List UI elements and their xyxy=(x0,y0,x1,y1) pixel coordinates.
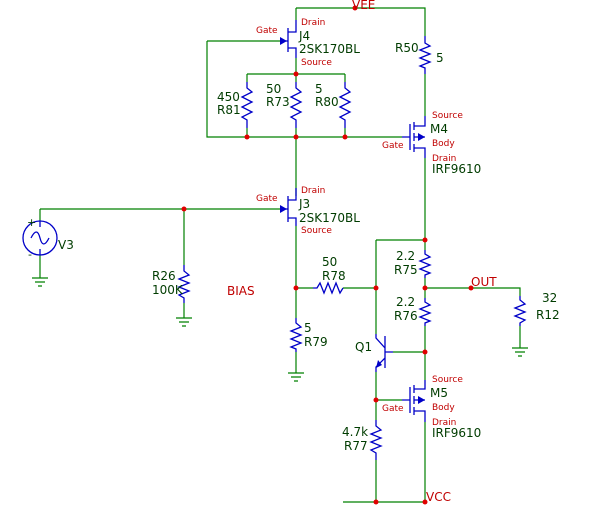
net-label-vee: VEE xyxy=(352,0,375,12)
bjt-q1-arrow xyxy=(376,360,382,368)
resistor-r76 xyxy=(418,298,432,326)
r73-value: 50 xyxy=(266,82,281,96)
j3-gate-pin-label: Gate xyxy=(256,194,278,204)
jfet-j3-gate-arrow xyxy=(280,205,287,213)
j3-name: J3 xyxy=(298,197,310,211)
r12-name: R12 xyxy=(536,308,560,322)
sine-icon xyxy=(30,231,50,245)
jfet-j4-gate-arrow xyxy=(280,37,287,45)
mosfet-m4 xyxy=(402,116,426,158)
j4-gate-pin-label: Gate xyxy=(256,26,278,36)
j4-name: J4 xyxy=(298,29,310,43)
m5-gate-pin-label: Gate xyxy=(382,404,404,414)
jfet-j3 xyxy=(280,188,297,226)
m4-name: M4 xyxy=(430,122,448,136)
r79-name: R79 xyxy=(304,335,328,349)
j4-source-pin-label: Source xyxy=(301,58,332,68)
mosfet-m5-arrow xyxy=(418,396,425,404)
j3-drain-pin-label: Drain xyxy=(301,186,325,196)
wire-r26-ground xyxy=(176,209,192,327)
wire-out-r12 xyxy=(425,287,528,357)
bjt-q1 xyxy=(375,334,393,372)
r75-name: R75 xyxy=(394,263,418,277)
m5-drain-pin-label: Drain xyxy=(432,418,456,428)
jfet-j4 xyxy=(280,20,297,58)
m4-source-pin-label: Source xyxy=(432,111,463,121)
mosfet-m4-arrow xyxy=(418,133,425,141)
m5-source-pin-label: Source xyxy=(432,375,463,385)
m4-body-pin-label: Body xyxy=(432,139,455,149)
m4-drain-pin-label: Drain xyxy=(432,154,456,164)
resistor-r73 xyxy=(289,82,303,128)
resistor-r12 xyxy=(513,296,527,326)
m5-part: IRF9610 xyxy=(432,426,481,440)
r76-value: 2.2 xyxy=(396,295,415,309)
svg-text:+: + xyxy=(27,216,36,229)
net-label-out: OUT xyxy=(471,275,497,289)
resistor-r50 xyxy=(418,36,432,74)
v3-name: V3 xyxy=(58,238,74,252)
svg-text:-: - xyxy=(28,248,32,261)
resistor-r75 xyxy=(418,250,432,278)
r77-value: 4.7k xyxy=(342,425,368,439)
r76-name: R76 xyxy=(394,309,418,323)
r75-value: 2.2 xyxy=(396,249,415,263)
r80-value: 5 xyxy=(315,82,323,96)
j3-part: 2SK170BL xyxy=(299,211,360,225)
r79-value: 5 xyxy=(304,321,312,335)
r78-name: R78 xyxy=(322,269,346,283)
resistors xyxy=(177,36,527,460)
m5-body-pin-label: Body xyxy=(432,403,455,413)
j4-part: 2SK170BL xyxy=(299,42,360,56)
resistor-r78 xyxy=(313,281,344,295)
q1-name: Q1 xyxy=(355,340,372,354)
voltage-source-v3: + - xyxy=(22,216,58,261)
r73-name: R73 xyxy=(266,95,290,109)
wire-v3-gate xyxy=(39,208,282,221)
m4-gate-pin-label: Gate xyxy=(382,141,404,151)
r80-name: R80 xyxy=(315,95,339,109)
resistor-r77 xyxy=(369,420,383,460)
r81-value: 450 xyxy=(217,90,240,104)
v3-ground xyxy=(32,255,48,287)
wire-r79-ground xyxy=(288,288,304,382)
net-label-vcc: VCC xyxy=(426,490,451,504)
resistor-r80 xyxy=(338,82,352,128)
r26-value: 100K xyxy=(152,283,184,297)
net-label-bias: BIAS xyxy=(227,284,255,298)
junction-dots xyxy=(181,5,474,505)
r12-value: 32 xyxy=(542,291,557,305)
resistor-r79 xyxy=(289,318,303,352)
resistor-r81 xyxy=(240,82,254,128)
m5-name: M5 xyxy=(430,386,448,400)
r26-name: R26 xyxy=(152,269,176,283)
r77-name: R77 xyxy=(344,439,368,453)
r81-name: R81 xyxy=(217,103,241,117)
resistor-r26 xyxy=(177,265,191,303)
j4-drain-pin-label: Drain xyxy=(301,18,325,28)
wire-vee-rail xyxy=(296,7,426,36)
j3-source-pin-label: Source xyxy=(301,226,332,236)
wire-bias-loop xyxy=(375,239,425,288)
r78-value: 50 xyxy=(322,255,337,269)
r50-name: R50 xyxy=(395,41,419,55)
wire-j4-gate-loop xyxy=(206,41,345,138)
mosfet-m5 xyxy=(402,380,426,422)
m4-part: IRF9610 xyxy=(432,162,481,176)
r50-value: 5 xyxy=(436,51,444,65)
